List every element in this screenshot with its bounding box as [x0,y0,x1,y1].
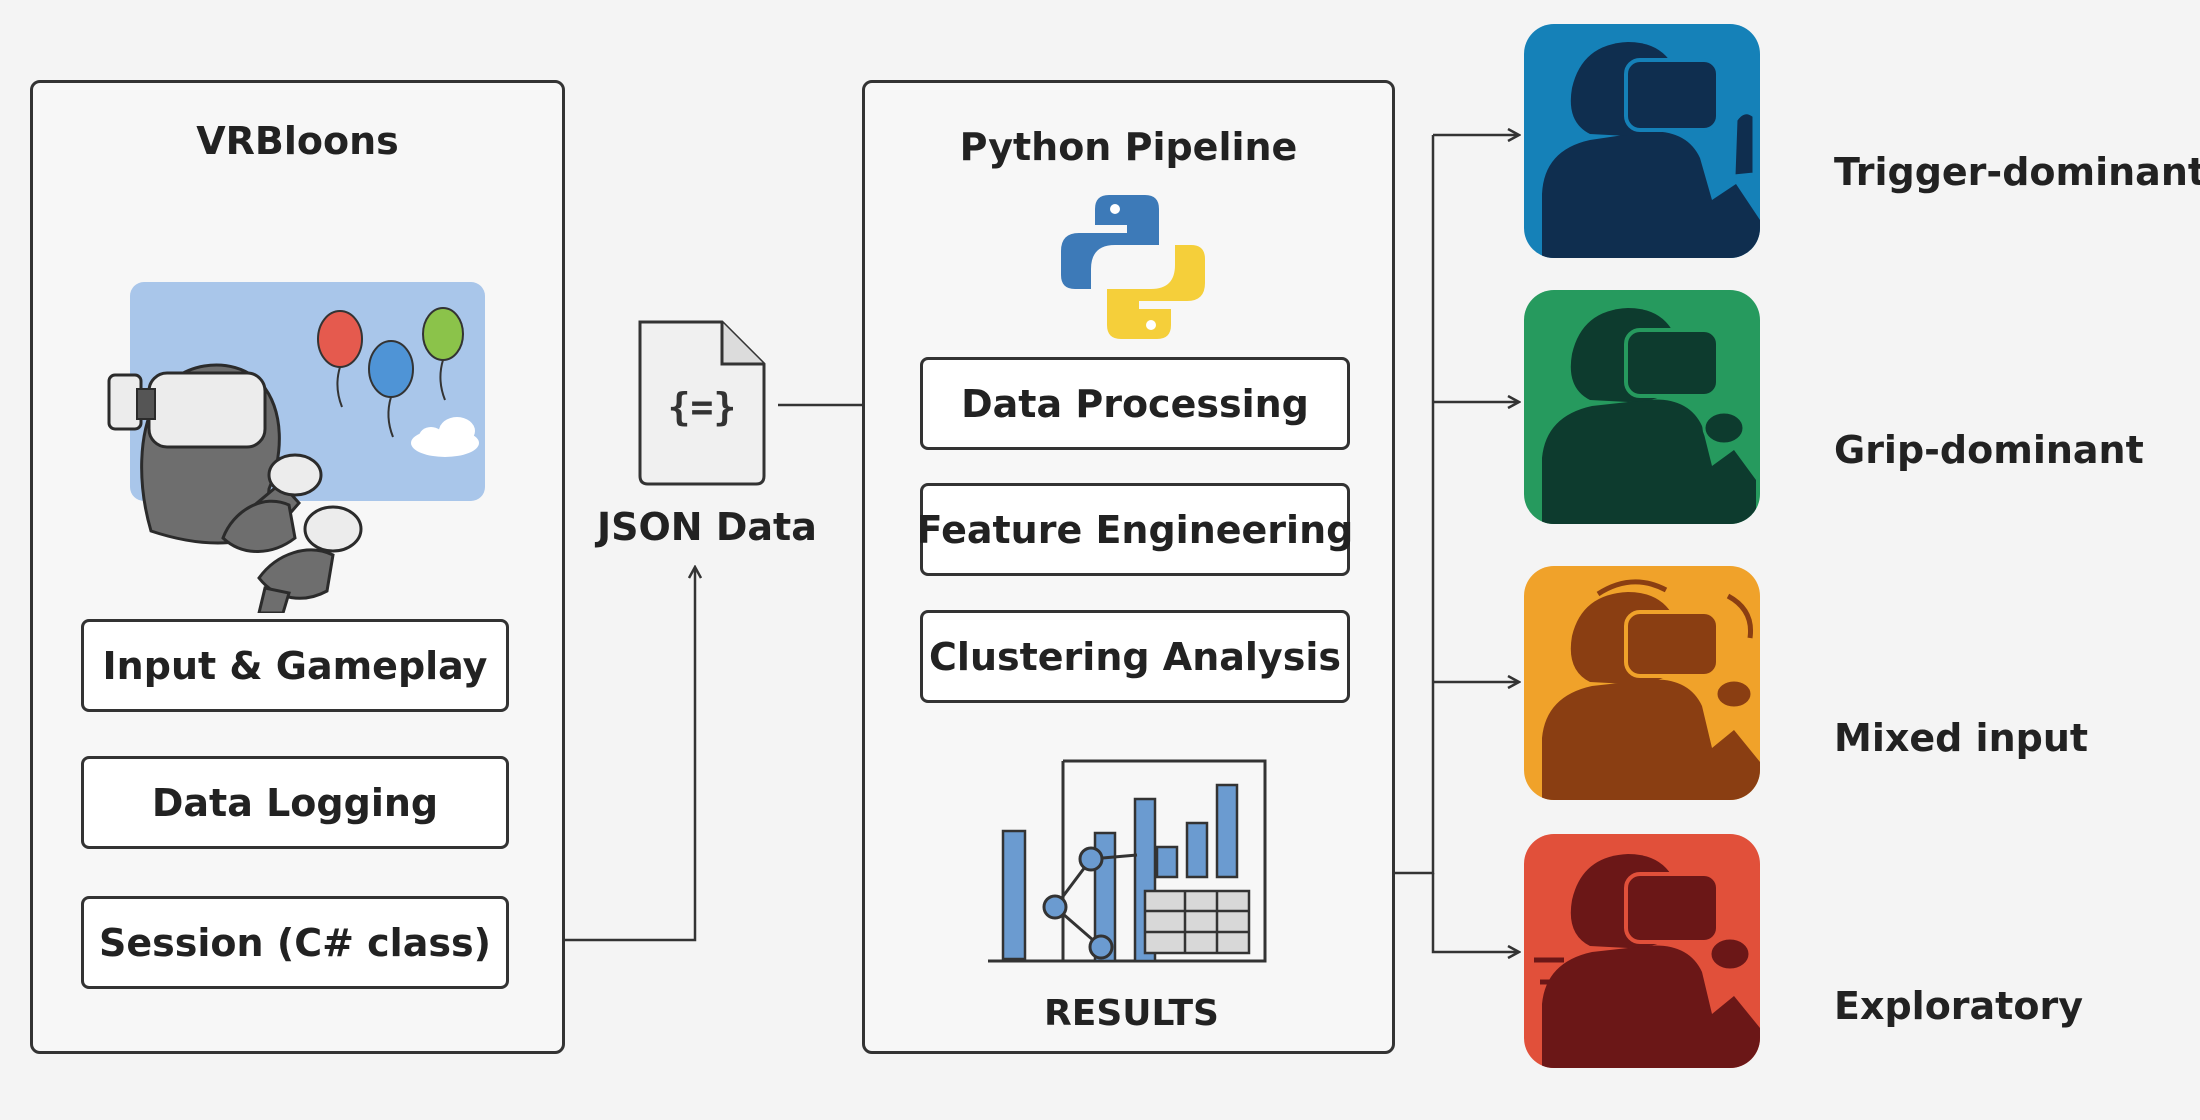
controller-right-icon [257,505,363,613]
profile-card-exploratory [1524,834,1760,1068]
json-data-label: JSON Data [597,505,817,549]
player-head-icon [107,363,281,545]
arrow-to-exploratory [1431,873,1518,952]
profile-card-mixed-input [1524,566,1760,800]
vrbloons-title: VRBloons [196,119,399,163]
step-clustering-analysis: Clustering Analysis [920,610,1350,703]
step-data-logging: Data Logging [81,756,509,849]
json-braces-glyph: {=} [668,385,737,429]
mixed-user-icon [1542,579,1760,800]
step-feature-engineering: Feature Engineering [917,483,1353,576]
profile-label-trigger-dominant: Trigger-dominant [1834,150,2200,194]
profile-label-mixed-input: Mixed input [1834,716,2089,760]
step-input-gameplay: Input & Gameplay [81,619,509,712]
arrow-session-to-json [510,568,695,942]
vr-player-illustration [107,282,485,613]
step-data-processing: Data Processing [920,357,1350,450]
exploratory-user-icon [1534,854,1760,1068]
cloud-icon [411,417,479,457]
balloon-blue-icon [368,340,414,438]
balloon-red-icon [317,310,363,408]
result-bar-6 [1215,783,1239,879]
result-table-icon [1143,889,1251,955]
pipeline-title: Python Pipeline [959,125,1298,169]
grip-user-icon [1542,308,1756,524]
controller-left-icon [221,453,323,553]
cluster-tree-icon [1042,846,1138,960]
python-pipeline-panel: Python Pipeline Data Processing Feature … [862,80,1395,1054]
result-bar-5 [1185,821,1209,879]
python-logo-icon [1061,195,1205,339]
step-session-class: Session (C# class) [81,896,509,989]
trigger-user-icon [1542,42,1760,258]
balloon-green-icon [422,307,464,401]
result-bar-4 [1155,845,1179,879]
profile-label-grip-dominant: Grip-dominant [1834,428,2144,472]
vrbloons-panel: VRBloons [30,80,565,1054]
profile-card-trigger-dominant [1524,24,1760,258]
result-bar-1 [1001,829,1027,961]
profile-label-exploratory: Exploratory [1834,984,2083,1028]
profile-card-grip-dominant [1524,290,1760,524]
results-chart-icon [988,759,1267,963]
results-label: RESULTS [1044,993,1219,1034]
